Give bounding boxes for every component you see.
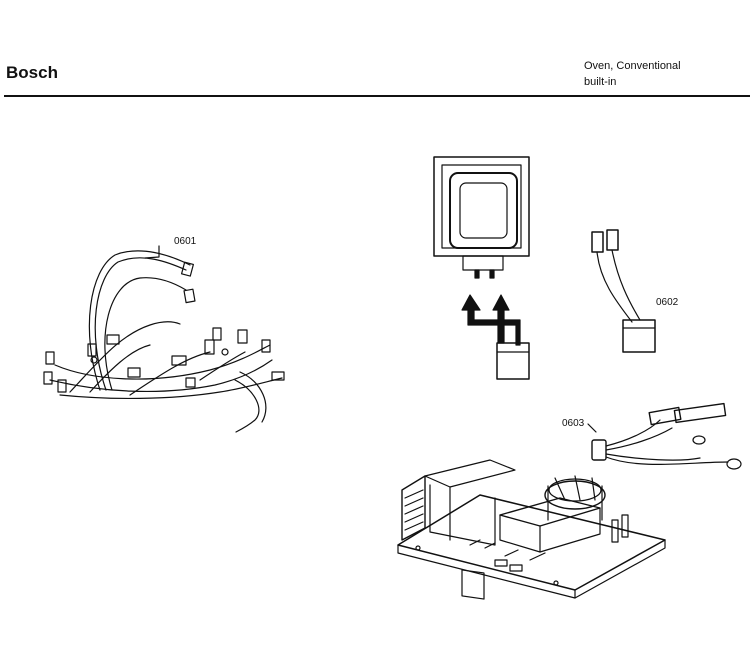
appliance-install: built-in xyxy=(584,76,617,88)
wire-harness-0601 xyxy=(43,245,285,433)
insertion-arrows xyxy=(461,294,530,380)
part-label-0602: 0602 xyxy=(656,297,679,308)
circuit-board xyxy=(397,459,666,600)
header-rule xyxy=(4,95,750,97)
plug-transformer xyxy=(433,156,530,279)
part-label-0601: 0601 xyxy=(174,236,197,247)
connector-0602 xyxy=(591,229,656,353)
appliance-description: Oven, Conventional built-in xyxy=(584,58,681,90)
brand-title: Bosch xyxy=(6,63,58,82)
appliance-type: Oven, Conventional xyxy=(584,60,681,72)
cable-0603 xyxy=(587,402,742,470)
part-label-0603: 0603 xyxy=(562,418,585,429)
